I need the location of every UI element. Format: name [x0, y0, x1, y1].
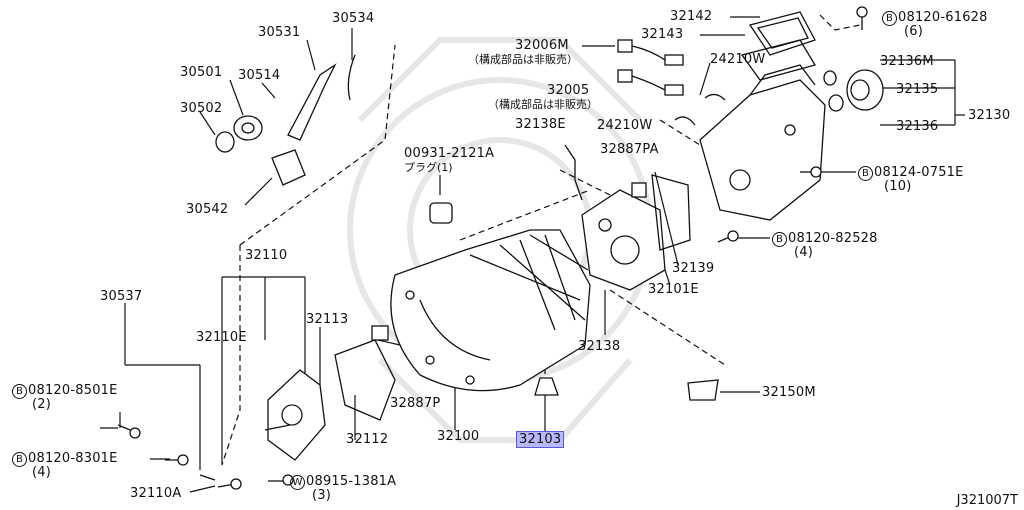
- switch-32005: [617, 69, 684, 96]
- callout-30502[interactable]: 30502: [180, 101, 223, 116]
- part-number: 08124-0751E: [874, 165, 964, 180]
- callout-32005[interactable]: 32005: [547, 83, 590, 98]
- callout-32138[interactable]: 32138: [578, 339, 621, 354]
- callout-32887pa[interactable]: 32887PA: [600, 142, 659, 157]
- callout-32138e[interactable]: 32138E: [515, 117, 566, 132]
- callout-32136m[interactable]: 32136M: [880, 54, 934, 69]
- seal-ring: [823, 70, 844, 112]
- part-number: 08120-8301E: [28, 451, 118, 466]
- part-number: 08120-82528: [788, 231, 878, 246]
- callout-08915-qty: (3): [312, 488, 332, 503]
- bolt-b-icon: B: [12, 452, 27, 467]
- callout-08120-82528-qty: (4): [794, 245, 814, 260]
- callout-08120-8501e-qty: (2): [32, 397, 52, 412]
- callout-24210w-a[interactable]: 24210W: [710, 52, 766, 67]
- callout-32142[interactable]: 32142: [670, 9, 713, 24]
- front-gasket: [334, 339, 396, 421]
- bracket: [687, 379, 719, 401]
- callout-30501[interactable]: 30501: [180, 65, 223, 80]
- part-number: 08120-8501E: [28, 383, 118, 398]
- callout-32006m[interactable]: 32006M: [515, 38, 569, 53]
- callout-00931-2121a[interactable]: 00931-2121A: [404, 146, 495, 161]
- extension-housing: [699, 64, 826, 221]
- callout-32130[interactable]: 32130: [968, 108, 1011, 123]
- callout-32100[interactable]: 32100: [437, 429, 480, 444]
- callout-32103[interactable]: 32103: [516, 431, 565, 448]
- callout-32887p[interactable]: 32887P: [390, 396, 441, 411]
- bearing-sleeve: [215, 131, 235, 153]
- callout-32150m[interactable]: 32150M: [762, 385, 816, 400]
- bolt-b-icon: B: [882, 11, 897, 26]
- top-cover: [740, 11, 816, 81]
- callout-32143[interactable]: 32143: [641, 27, 684, 42]
- callout-32112[interactable]: 32112: [346, 432, 389, 447]
- gasket: [651, 174, 691, 251]
- selected-part-highlight: 32103: [516, 431, 565, 448]
- plug: [429, 202, 453, 224]
- callout-08120-8301e-qty: (4): [32, 465, 52, 480]
- callout-32110a[interactable]: 32110A: [130, 486, 182, 501]
- callout-08120-61628-qty: (6): [904, 24, 924, 39]
- breather-tube: [564, 144, 583, 201]
- part-number: 08915-1381A: [306, 474, 397, 489]
- callout-30514[interactable]: 30514: [238, 68, 281, 83]
- callout-32135[interactable]: 32135: [896, 82, 939, 97]
- bushing: [371, 325, 389, 341]
- bushing-upper: [631, 182, 647, 198]
- callout-30531[interactable]: 30531: [258, 25, 301, 40]
- callout-32113[interactable]: 32113: [306, 312, 349, 327]
- clip-lower: [674, 116, 696, 126]
- bolt-b-icon: B: [858, 166, 873, 181]
- rear-cover: [264, 369, 326, 461]
- bearing: [846, 69, 884, 111]
- release-bearing: [233, 115, 263, 141]
- boot: [534, 377, 559, 396]
- callout-32101e[interactable]: 32101E: [648, 282, 699, 297]
- callout-24210w-b[interactable]: 24210W: [597, 118, 653, 133]
- shift-fork: [287, 63, 337, 141]
- boot-30542: [271, 149, 306, 186]
- callout-30534[interactable]: 30534: [332, 11, 375, 26]
- callout-32110[interactable]: 32110: [245, 248, 288, 263]
- callout-30542[interactable]: 30542: [186, 202, 229, 217]
- callout-00931-note: プラグ(1): [404, 161, 453, 174]
- adapter-plate: [581, 189, 666, 291]
- bolt-b-icon: B: [12, 384, 27, 399]
- part-number: 08120-61628: [898, 10, 988, 25]
- callout-32136[interactable]: 32136: [896, 119, 939, 134]
- callout-32005-note: （構成部品は非販売）: [488, 98, 598, 111]
- callout-32139[interactable]: 32139: [672, 261, 715, 276]
- bolt-b-icon: B: [772, 232, 787, 247]
- switch-32006m: [617, 39, 684, 66]
- callout-08124-qty: (10): [884, 179, 912, 194]
- clip: [704, 93, 726, 101]
- washer-w-icon: W: [290, 475, 305, 490]
- callout-32110e[interactable]: 32110E: [196, 330, 247, 345]
- callout-30537[interactable]: 30537: [100, 289, 143, 304]
- callout-32006m-note: （構成部品は非販売）: [468, 53, 578, 66]
- spring: [347, 54, 356, 101]
- diagram-code: J321007T: [956, 493, 1018, 508]
- transmission-case: [390, 229, 591, 392]
